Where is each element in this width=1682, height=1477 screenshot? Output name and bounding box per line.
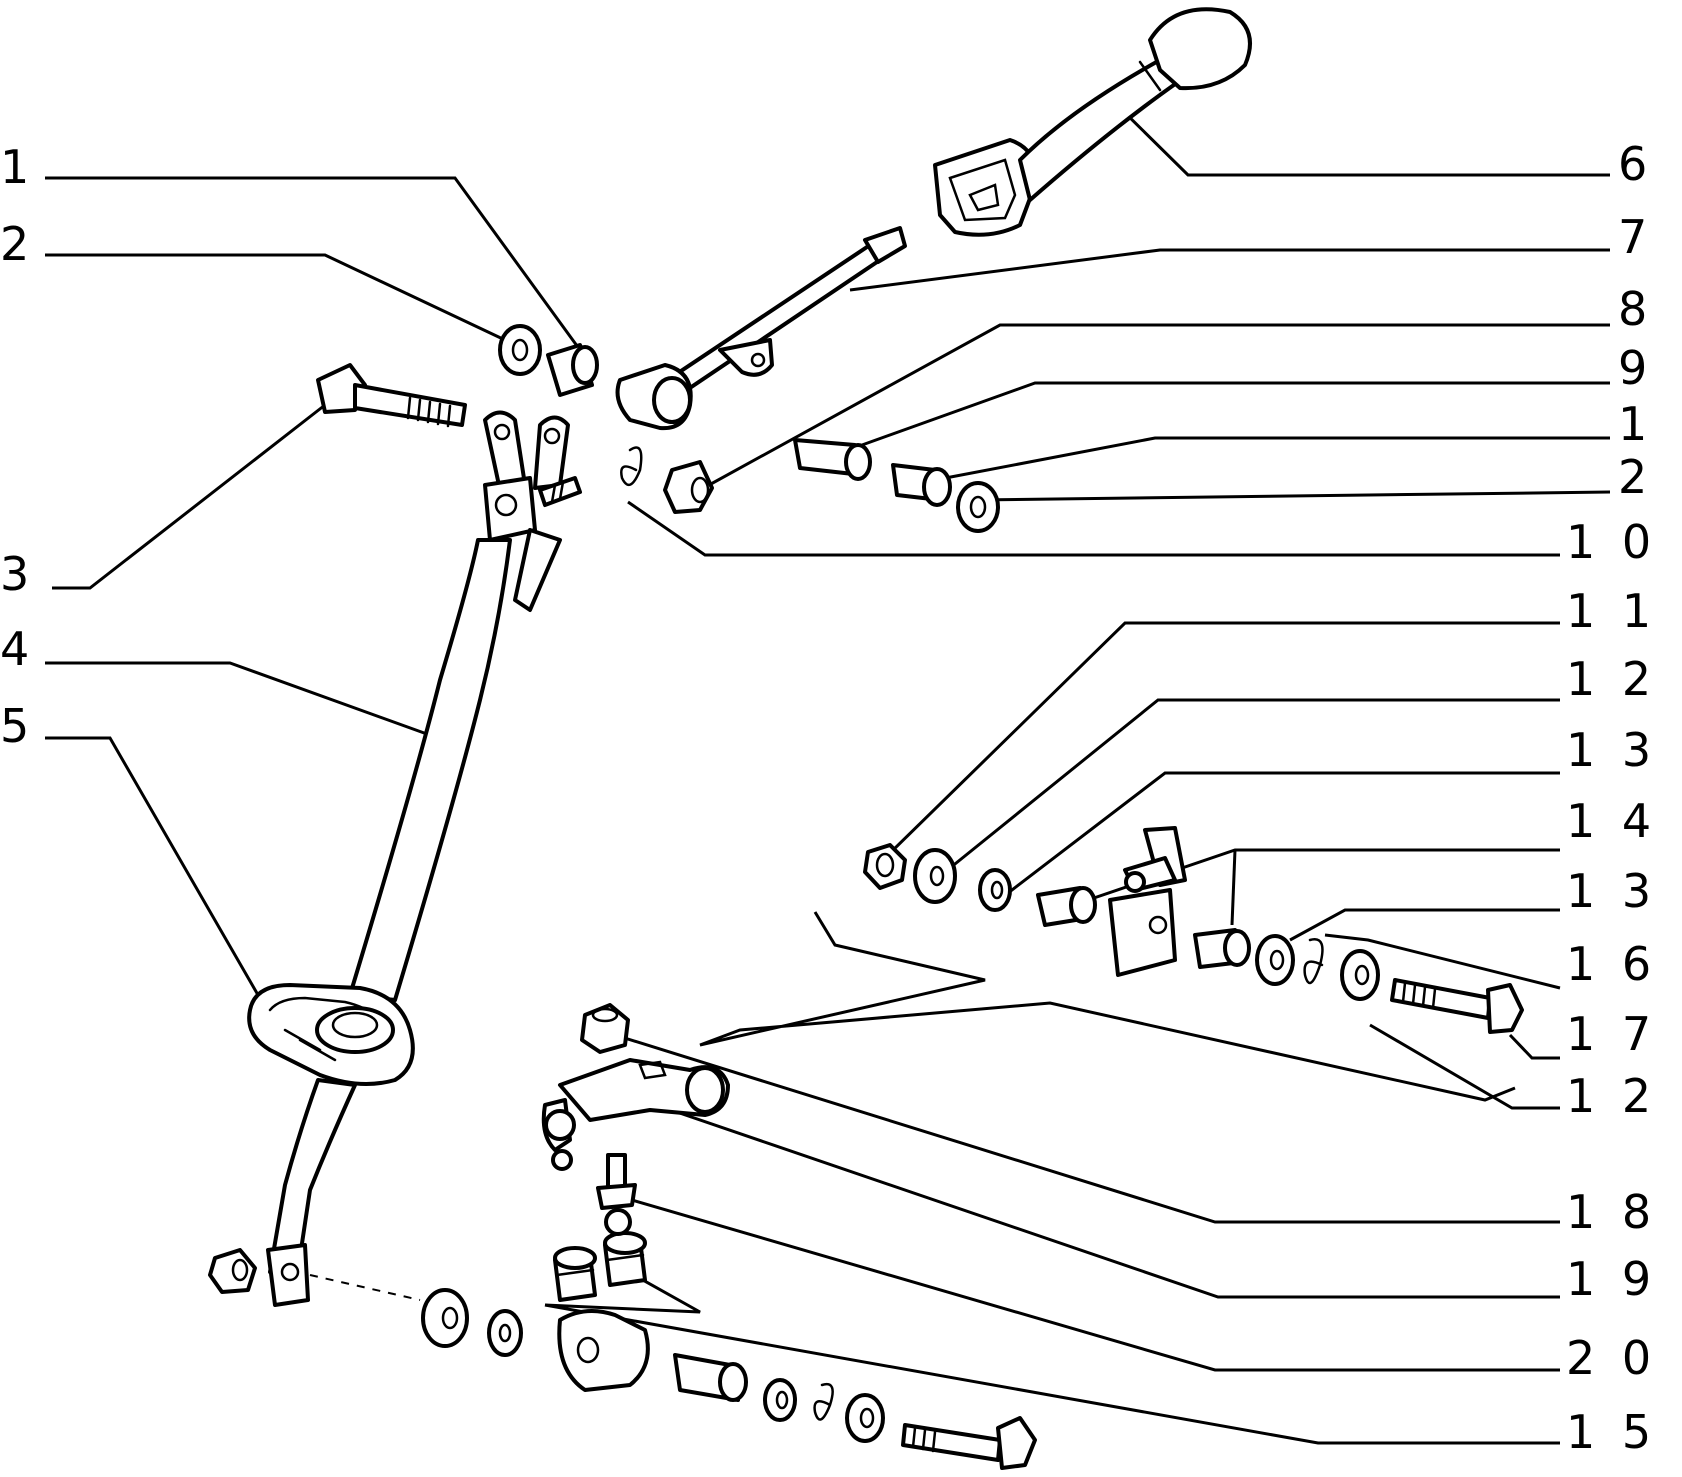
callout-label-1: 1: [0, 140, 35, 194]
grommet-part-20a: [553, 1246, 597, 1302]
leader-17: [1508, 1033, 1560, 1060]
rubber-boot-part-5: [247, 983, 415, 1086]
callout-label-3: 3: [0, 547, 35, 601]
callout-label-8: 8: [1618, 282, 1653, 336]
bolt-part-17: [1390, 978, 1524, 1034]
lower-bolt-part: [901, 1416, 1037, 1470]
parts: [208, 7, 1524, 1470]
nut-part-8: [663, 460, 714, 514]
callout-label-15: 1 5: [1566, 1405, 1657, 1459]
leader-5: [45, 736, 260, 996]
washer-part-12: [913, 848, 957, 904]
group-bracket-line: [699, 911, 1516, 1102]
grommet-part-20b: [603, 1231, 647, 1287]
leader-13b: [1289, 908, 1560, 942]
bushing-part-1: [546, 343, 599, 397]
shift-rod-part-4: [348, 410, 582, 1002]
callout-label-12b: 1 2: [1566, 1069, 1657, 1123]
leader-1b: [934, 436, 1610, 482]
lower-nut-part: [208, 1248, 257, 1294]
bushing-part-14b: [1193, 928, 1251, 969]
leader-lines: [45, 98, 1611, 1445]
callout-label-13: 1 3: [1566, 723, 1657, 777]
lower-washer-part-c: [763, 1378, 797, 1422]
callout-label-6: 6: [1618, 137, 1653, 191]
callout-label-16: 1 6: [1566, 937, 1657, 991]
lower-bracket-part: [557, 1309, 650, 1392]
leader-14b: [1230, 849, 1237, 926]
callout-label-2b: 2: [1618, 450, 1653, 504]
bushing-part-9: [793, 438, 872, 481]
leader-13: [1007, 771, 1560, 895]
callout-label-5: 5: [0, 699, 35, 753]
gear-knob-part: [933, 7, 1252, 237]
leader-2: [45, 253, 506, 342]
leader-12b: [1369, 1023, 1560, 1110]
lower-rod-part: [266, 1078, 357, 1307]
lower-washer-part-a: [421, 1288, 469, 1348]
bushing-part-14a: [1036, 886, 1097, 927]
washer-part-13: [978, 868, 1012, 912]
lever-arm-part-19: [541, 1058, 730, 1171]
lower-washer-part-d: [845, 1393, 885, 1443]
axis-dash-lower: [309, 1274, 421, 1301]
callout-label-9: 9: [1618, 341, 1653, 395]
callout-label-4: 4: [0, 622, 35, 676]
clip-part-16: [1303, 938, 1324, 985]
callout-label-20: 2 0: [1566, 1331, 1657, 1385]
callout-labels: 1 2 3 4 5 6 7 8 9 1 2 1 0 1 1 1 2 1 3 1 …: [0, 137, 1657, 1459]
selector-block-part: [1108, 826, 1187, 977]
callout-label-1b: 1: [1618, 397, 1653, 451]
leader-3: [52, 403, 326, 590]
leader-6: [1110, 98, 1610, 177]
washer-part-13b: [1255, 934, 1295, 986]
washer-part-2: [498, 324, 542, 376]
callout-label-7: 7: [1618, 210, 1653, 264]
callout-label-13b: 1 3: [1566, 864, 1657, 918]
callout-label-2: 2: [0, 217, 35, 271]
callout-label-14: 1 4: [1566, 794, 1657, 848]
lower-bushing-part: [673, 1353, 748, 1402]
leader-4: [45, 661, 439, 740]
lower-washer-part-b: [487, 1309, 523, 1357]
lower-clip-part: [813, 1382, 834, 1421]
lever-rod-part: [615, 226, 907, 431]
leader-16: [1324, 933, 1561, 990]
washer-part-12b: [1340, 949, 1380, 1001]
leader-10: [627, 500, 1560, 557]
callout-label-17: 1 7: [1566, 1007, 1657, 1061]
nut-part-18: [580, 1003, 630, 1054]
leader-20: [624, 1196, 1560, 1372]
bolt-part-3: [316, 363, 467, 428]
callout-label-18: 1 8: [1566, 1185, 1657, 1239]
clip-part-10: [620, 446, 643, 487]
leader-7: [849, 248, 1610, 292]
leader-11: [888, 621, 1560, 855]
leader-12: [949, 698, 1560, 870]
leader-15: [544, 1303, 1560, 1445]
callout-label-11: 1 1: [1566, 584, 1657, 638]
leader-18: [614, 1033, 1560, 1224]
leader-8: [699, 323, 1610, 492]
leader-1: [45, 176, 582, 351]
callout-label-12: 1 2: [1566, 652, 1657, 706]
leader-9: [861, 381, 1610, 447]
callout-label-19: 1 9: [1566, 1252, 1657, 1306]
leader-19: [664, 1106, 1560, 1299]
leader-2b: [974, 490, 1611, 502]
ball-stud-part: [596, 1153, 637, 1236]
nut-part-11: [863, 843, 907, 890]
washer-part-2b: [956, 481, 1000, 533]
bushing-part-1b: [891, 463, 952, 507]
leader-20b: [544, 1268, 701, 1314]
callout-label-10: 1 0: [1566, 515, 1657, 569]
